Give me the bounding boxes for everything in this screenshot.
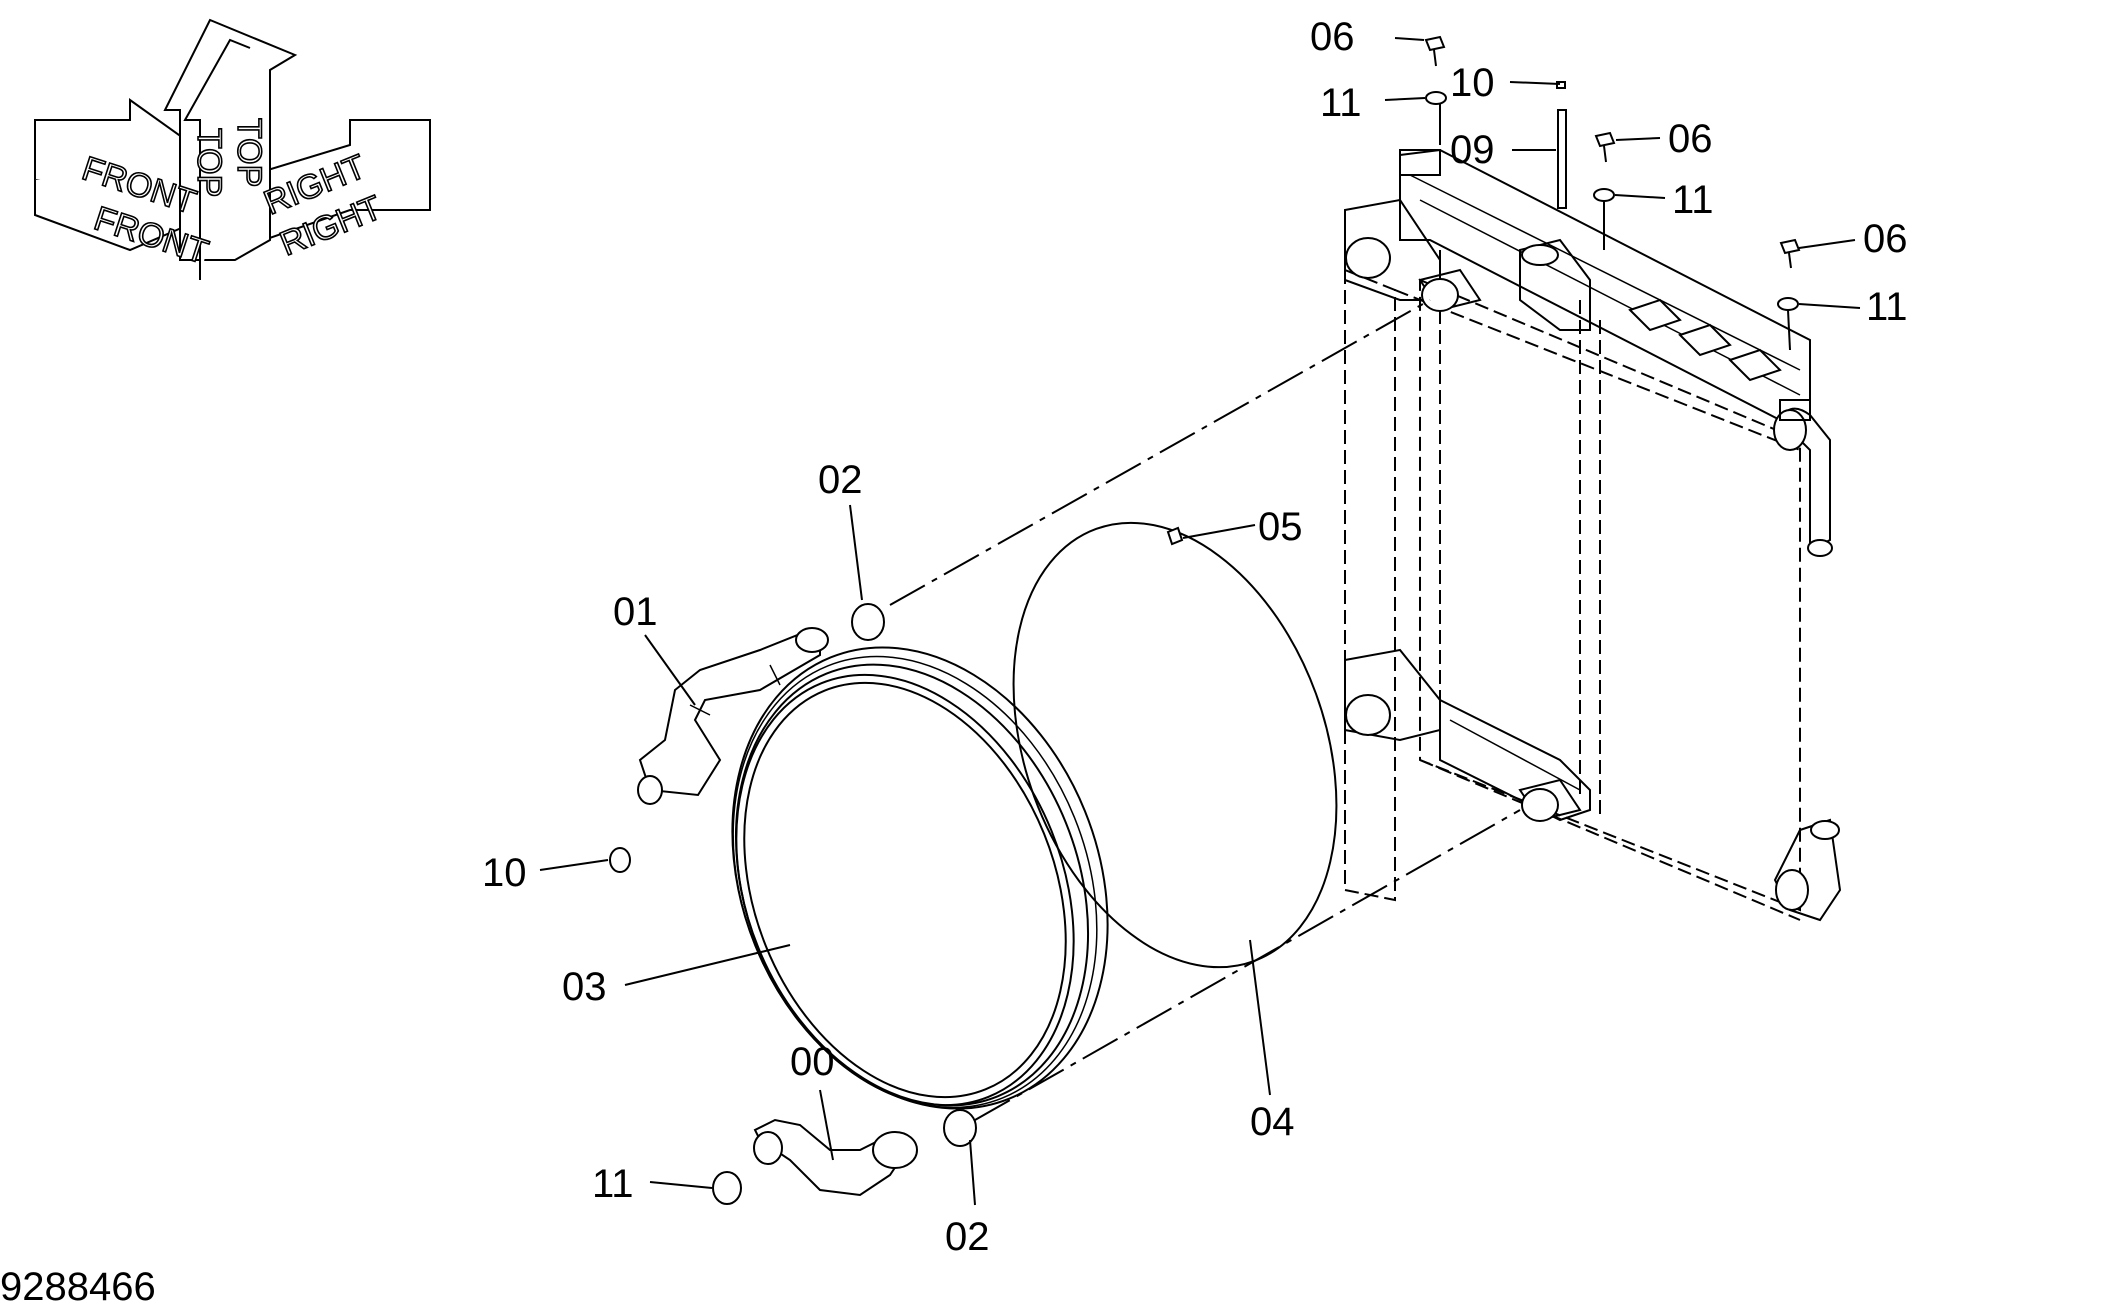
hardware-bolts-washers	[1424, 35, 1801, 311]
callout-02-lower: 02	[945, 1215, 990, 1259]
orientation-symbol: FRONT FRONT TOP TOP RIGHT RIGHT	[34, 18, 431, 280]
callout-00: 00	[790, 1040, 835, 1084]
leader-lines	[539, 37, 1861, 1206]
callout-11-top: 11	[1320, 81, 1362, 125]
callout-08: 09	[1450, 128, 1495, 172]
ring-clip	[1166, 526, 1184, 546]
callout-06-middle: 06	[1668, 117, 1713, 161]
callout-03: 03	[562, 965, 607, 1009]
hose-clamp-02-lower	[943, 1109, 977, 1147]
callout-06-right: 06	[1863, 217, 1908, 261]
hose-clamp-10-upper	[609, 847, 631, 873]
callout-05: 05	[1258, 505, 1303, 549]
radiator-assembly	[1344, 148, 1842, 922]
callout-11-right: 11	[1866, 285, 1908, 329]
callout-04: 04	[1250, 1100, 1295, 1144]
callout-02-upper: 02	[818, 458, 863, 502]
fan-shroud-ring	[731, 646, 1109, 1110]
callout-10-lower: 11	[592, 1162, 634, 1206]
orientation-top-label-shadow: TOP	[230, 118, 268, 187]
callout-11-middle: 11	[1672, 178, 1714, 222]
lower-hose	[753, 1118, 918, 1197]
callout-06-top: 06	[1310, 15, 1355, 59]
hose-clamp-10-lower	[712, 1171, 742, 1205]
hose-clamp-02-upper	[851, 603, 885, 641]
callout-labels: 06 11 10 09 06 11 06 11 05 02 01 10 03 0…	[482, 15, 1908, 1259]
assembly-line-upper	[889, 299, 1431, 606]
callout-10-upper: 10	[482, 851, 527, 895]
upper-hose	[637, 627, 829, 805]
figure-id: 9288466	[0, 1265, 156, 1309]
orientation-top-label: TOP	[190, 128, 228, 197]
assembly-line-lower	[974, 809, 1521, 1121]
callout-01: 01	[613, 590, 658, 634]
callout-09: 10	[1450, 61, 1495, 105]
